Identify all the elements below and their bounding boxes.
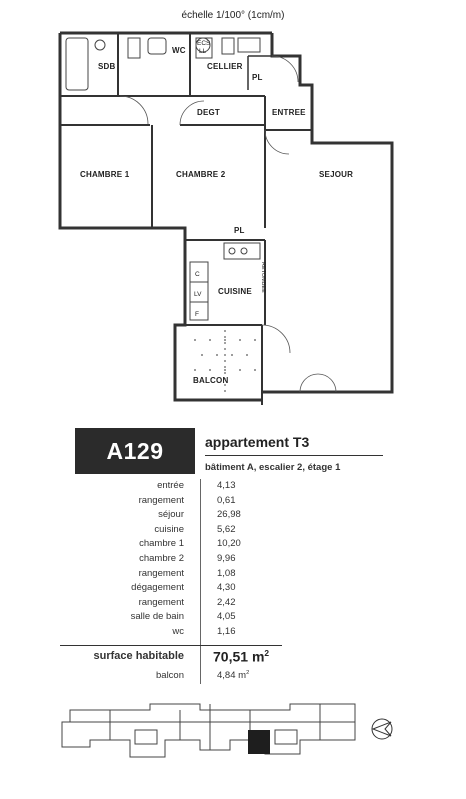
area-row: rangement 1,08 [60,567,360,582]
area-label: chambre 2 [139,552,184,564]
floor-plan [58,31,394,405]
area-row: wc 1,16 [60,625,360,640]
area-label: rangement [138,494,184,506]
area-value: 0,61 [217,494,236,506]
area-value: 4,30 [217,582,236,594]
area-label: rangement [138,596,184,608]
room-label-chambre-2: CHAMBRE 2 [176,170,226,179]
area-value: 5,62 [217,523,236,535]
area-label: entrée [157,480,184,491]
room-label-chambre-1: CHAMBRE 1 [80,170,130,179]
retombee-label: RETOMBEE [260,262,266,293]
area-value: 26,98 [217,509,241,521]
room-label-sdb: SDB [98,62,116,71]
building-key-plan [61,703,356,758]
area-row: chambre 2 9,96 [60,552,360,567]
area-value: 9,96 [217,552,236,564]
area-label: cuisine [154,523,184,535]
area-row: salle de bain 4,05 [60,610,360,625]
room-label-cuisine: CUISINE [218,287,252,296]
fixture-label-c: C [195,271,200,278]
north-arrow-icon [371,718,393,740]
surface-value: 70,51 m2 [213,648,270,665]
outer-wall-right [262,33,394,394]
area-label: chambre 1 [139,538,184,550]
heading-divider [205,455,383,456]
apartment-reference: A129 [75,428,195,474]
apartment-location: bâtiment A, escalier 2, étage 1 [205,462,341,473]
area-table: entrée 4,13 rangement 0,61 séjour 26,98 cui… [60,479,360,640]
balcony-label: balcon [156,670,184,681]
area-value: 4,13 [217,480,236,491]
room-label-degt: DEGT [197,108,221,117]
room-label-sejour: SEJOUR [319,170,354,179]
area-row: rangement 0,61 [60,494,360,509]
balcony-value: 4,84 m2 [217,670,250,682]
room-label-cellier: CELLIER [207,62,243,71]
surface-habitable-row: surface habitable 70,51 m2 [60,648,360,668]
area-row: dégagement 4,30 [60,581,360,596]
area-value: 1,08 [217,567,236,579]
room-label-ll: LL [199,48,207,55]
area-label: rangement [138,567,184,579]
area-label: wc [172,625,184,637]
area-value: 2,42 [217,596,236,608]
outer-wall-left [58,33,262,402]
room-label-pl-mid: PL [234,226,245,235]
scale-note: échelle 1/100° (1cm/m) [181,10,285,21]
fixture-label-f: F [195,311,199,318]
room-label-entree: ENTREE [272,108,306,117]
area-label: séjour [158,509,184,521]
room-label-ecs: ECS [197,40,211,47]
area-row: entrée 4,13 [60,479,360,494]
apartment-location-marker [248,730,270,754]
apartment-type: appartement T3 [205,434,310,450]
room-label-wc: WC [172,46,186,55]
room-label-pl-top: PL [252,73,263,82]
area-label: salle de bain [130,611,184,623]
fixture-label-lv: LV [194,291,202,298]
area-row: rangement 2,42 [60,596,360,611]
surface-label: surface habitable [93,650,184,662]
area-label: dégagement [131,582,184,594]
balcony-row: balcon 4,84 m2 [60,669,360,683]
total-divider [60,645,282,646]
area-value: 10,20 [217,538,241,550]
table-divider [200,479,201,684]
area-row: séjour 26,98 [60,508,360,523]
area-row: cuisine 5,62 [60,523,360,538]
area-value: 1,16 [217,625,236,637]
area-value: 4,05 [217,611,236,623]
area-row: chambre 1 10,20 [60,537,360,552]
room-label-balcon: BALCON [193,376,229,385]
